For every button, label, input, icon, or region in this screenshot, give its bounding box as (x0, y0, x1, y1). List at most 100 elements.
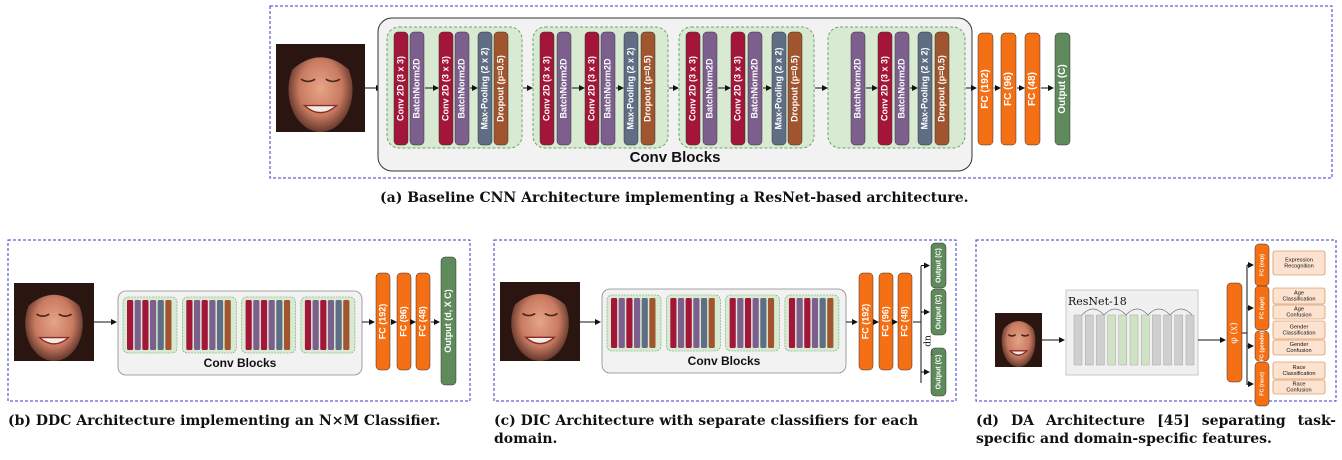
panel-a-block-3-layer-5 (771, 31, 787, 146)
panel-d-resnet-layer-11 (1185, 314, 1195, 366)
panel-a-block-2-layer-1 (539, 31, 555, 146)
panel-a-block-2-layer-2-label: BatchNorm2D (558, 58, 568, 119)
panel-c-block-4-layer-6 (827, 298, 834, 348)
panel-a-fc-3 (1024, 32, 1041, 146)
panel-b-fc-3-label: FC (48) (417, 306, 427, 337)
panel-a-face-smile (302, 104, 339, 114)
panel-d-task-box-2 (1272, 287, 1326, 305)
panel-c-face-eye-left (521, 312, 536, 317)
panel-a-block-4-layer-3-label: BatchNorm2D (896, 58, 906, 119)
panel-b-block-2-layer-4 (209, 300, 216, 350)
panel-b-block-2-layer-2 (193, 300, 201, 350)
panel-c-block-2-layer-3 (685, 298, 692, 348)
panel-d-resnet-layer-8 (1152, 314, 1161, 366)
panel-a-block-3-layer-6 (787, 31, 803, 146)
panel-a-face-eye-right (325, 78, 341, 83)
panel-d-fc-head-4-label: FC (race) (1259, 372, 1265, 396)
panel-c-fc-2-label: FC (96) (880, 306, 890, 337)
panel-d-task-3-line-2: Confusion (1286, 313, 1311, 319)
panel-b-block-4-layer-5 (335, 300, 342, 350)
panel-d-task-1-line-2: Recognition (1284, 264, 1314, 270)
panel-a-block-2-layer-3-label: Conv 2D (3 x 3) (586, 56, 596, 121)
panel-c-output-1 (930, 242, 947, 289)
panel-c-dots: ... (924, 348, 934, 356)
panel-c-block-3-layer-1 (729, 298, 736, 348)
panel-d-fc-head-3-label: FC (gender) (1259, 330, 1265, 361)
panel-c-face-eye-right (544, 312, 559, 317)
panel-c-output-3-label: Output (C) (935, 355, 942, 390)
panel-c-block-2-layer-4 (693, 298, 700, 348)
panel-a-conv-blocks-container (377, 17, 973, 172)
panel-d-resnet-skip-3 (1125, 308, 1149, 316)
panel-b-fc-2-label: FC (96) (398, 306, 408, 337)
panel-a-block-1-layer-6 (493, 31, 509, 146)
panel-d-resnet-layer-3 (1096, 314, 1105, 366)
panel-a-block-2-layer-4-label: BatchNorm2D (602, 58, 612, 119)
panel-d-resnet-layer-10 (1174, 314, 1184, 366)
panel-a-block-4-layer-3 (894, 31, 910, 146)
panel-d-task-box-6 (1272, 361, 1326, 380)
panel-c-face-skin (511, 285, 569, 361)
panel-d-resnet-layer-2 (1084, 314, 1094, 366)
panel-c-block-3-layer-3 (744, 298, 752, 348)
panel-a-face-skin (288, 47, 353, 132)
panel-a-block-4-layer-4-label: Max-Pooling (2 x 2) (919, 47, 929, 129)
panel-a-block-3-layer-4-label: BatchNorm2D (749, 58, 759, 119)
panel-c-output-2-label: Output (C) (935, 295, 942, 330)
panel-a-block-2-layer-1-label: Conv 2D (3 x 3) (541, 56, 551, 121)
panel-a-block-4-layer-2 (877, 31, 893, 146)
panel-c-block-4-layer-4 (811, 298, 819, 348)
panel-b-block-4-layer-4 (327, 300, 335, 350)
panel-d-task-2-line-2: Classification (1283, 297, 1316, 303)
panel-a-block-1-layer-2 (409, 31, 425, 146)
panel-c-block-4-layer-2 (796, 298, 803, 348)
panel-b-block-3-layer-4 (268, 300, 275, 350)
panel-a-frame (269, 5, 1333, 179)
panel-b-block-3-layer-5 (276, 300, 283, 350)
panel-c-block-2-layer-2 (677, 298, 685, 348)
panel-b-block-3-layer-2 (253, 300, 260, 350)
panel-d-face-eye-left (1007, 333, 1017, 337)
panel-a-block-4-layer-2-label: Conv 2D (3 x 3) (879, 56, 889, 121)
panel-b-block-3-layer-3 (260, 300, 268, 350)
panel-a-fc-2 (1000, 32, 1017, 146)
panel-a-block-4-layer-1 (850, 31, 866, 146)
panel-d-resnet-layer-1 (1073, 314, 1083, 366)
panel-d-resnet-layer-7 (1140, 314, 1150, 366)
panel-d-resnet-skip-4 (1147, 308, 1171, 316)
panel-b-block-1-layer-1 (127, 300, 134, 350)
panel-c-block-4-layer-5 (819, 298, 826, 348)
panel-a-block-3-layer-3 (730, 31, 746, 146)
panel-b-block-1-layer-4 (150, 300, 157, 350)
panel-c-block-1-layer-6 (649, 298, 656, 348)
panel-d-task-box-4 (1272, 320, 1326, 340)
panel-b-block-1-layer-6 (165, 300, 172, 350)
panel-b-output (440, 256, 457, 386)
panel-c-block-2-layer-5 (700, 298, 708, 348)
panel-c-output-1-label: Output (C) (935, 248, 942, 283)
panel-d-resnet-skip-2 (1103, 308, 1127, 316)
panel-d-resnet-skip-5 (1169, 308, 1193, 316)
panel-a-block-2-layer-6 (640, 31, 656, 146)
panel-c-conv-blocks-label: Conv Blocks (688, 354, 761, 368)
panel-c-block-2-layer-6 (708, 298, 715, 348)
panel-c-block-1-layer-2 (618, 298, 625, 348)
panel-d-fc-head-1-label: FC (exp) (1259, 254, 1265, 276)
panel-a-block-2-layer-5 (623, 31, 639, 146)
panel-a-block-4-layer-4 (917, 31, 933, 146)
panel-c-dn-label: dn (924, 335, 934, 347)
panel-d-face-skin (1001, 315, 1036, 367)
panel-c-block-4-layer-3 (804, 298, 811, 348)
caption-d: (d) DA Architecture [45] separating task… (976, 413, 1336, 447)
panel-d-task-box-1 (1272, 250, 1326, 276)
panel-d-resnet-layer-6 (1129, 314, 1139, 366)
panel-d-phi-label: φ (x) (1229, 322, 1240, 343)
panel-b-fc-1-label: FC (192) (377, 304, 387, 340)
panel-a-block-2-layer-2 (556, 31, 572, 146)
panel-a-block-1-layer-4-label: BatchNorm2D (456, 58, 466, 119)
panel-b-frame (7, 239, 471, 402)
panel-a-block-2-layer-5-label: Max-Pooling (2 x 2) (625, 47, 635, 129)
panel-d-resnet-skip-1 (1081, 308, 1105, 316)
panel-a-face-hair (276, 44, 365, 75)
